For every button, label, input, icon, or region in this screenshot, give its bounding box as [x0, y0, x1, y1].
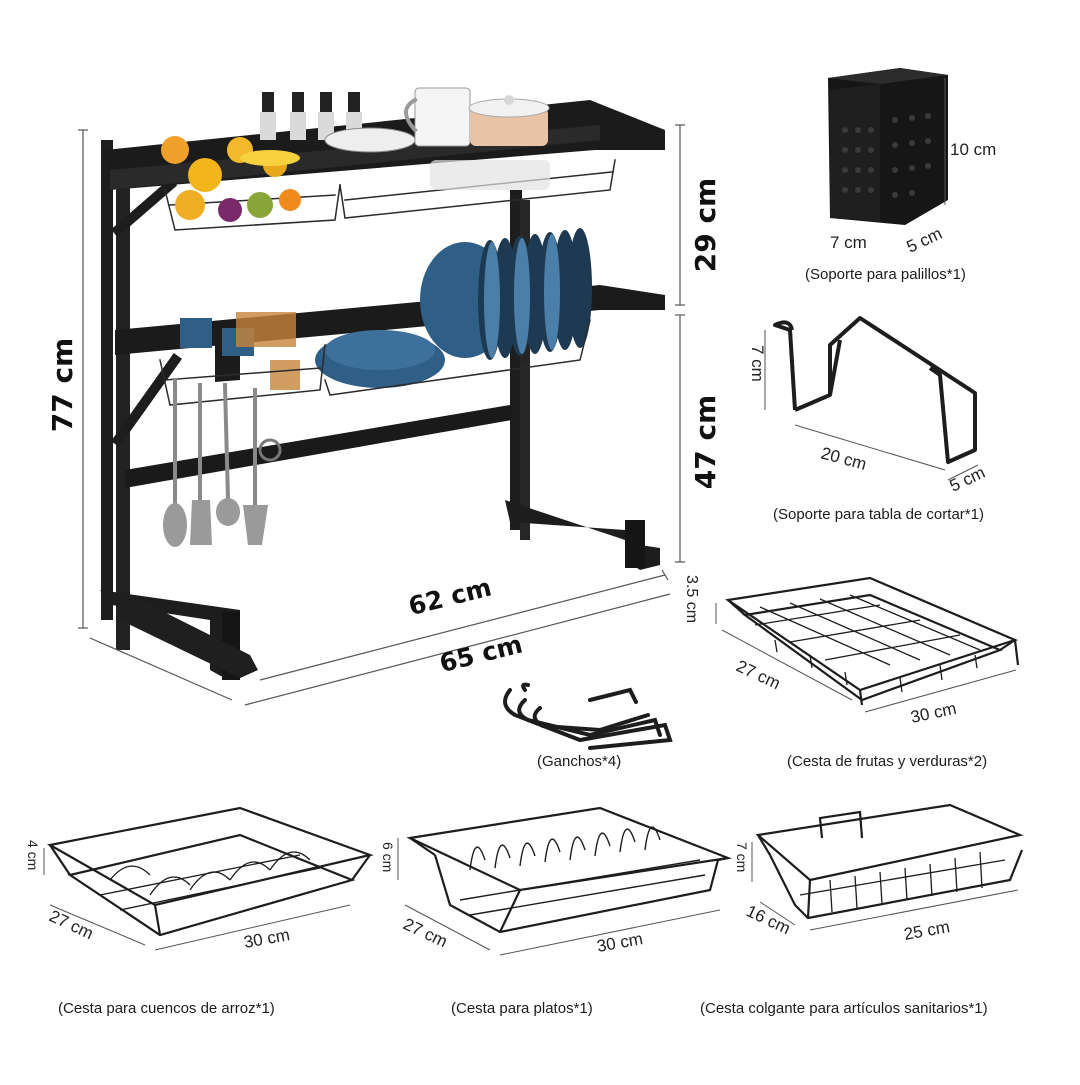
- plate-basket: [406, 806, 733, 934]
- fruit-basket: [725, 576, 1020, 706]
- cutting-board-holder-caption: (Soporte para tabla de cortar*1): [773, 506, 984, 523]
- bowl-basket-depth-label: 27 cm: [46, 906, 96, 943]
- height-top-label: 29 cm: [689, 178, 722, 273]
- cutting-board-height-label: 7 cm: [748, 345, 767, 382]
- hooks-caption: (Ganchos*4): [537, 753, 622, 770]
- width-outer-label: 65 cm: [437, 629, 526, 678]
- chopstick-height-label: 10 cm: [950, 140, 996, 159]
- fruit-basket-dimension-lines: [715, 603, 1017, 713]
- cutting-board-holder: [773, 316, 977, 464]
- hanging-basket: [755, 803, 1024, 920]
- fruit-basket-width-label: 30 cm: [909, 699, 958, 727]
- plate-basket-height-label: 6 cm: [380, 842, 396, 872]
- height-total-label: 77 cm: [46, 338, 79, 433]
- bowl-basket-dimension-lines: [43, 848, 351, 951]
- main-dimension-lines: [78, 124, 685, 706]
- height-bottom-label: 47 cm: [689, 395, 722, 490]
- plates: [315, 228, 592, 388]
- chopstick-holder: [828, 68, 948, 225]
- chopstick-depth-label: 5 cm: [904, 224, 945, 257]
- mug-and-pot: [324, 87, 550, 190]
- hanging-basket-caption: (Cesta colgante para artículos sanitario…: [700, 1000, 988, 1017]
- plate-basket-caption: (Cesta para platos*1): [451, 1000, 593, 1017]
- hanging-basket-height-label: 7 cm: [734, 842, 750, 872]
- cutting-board-depth-label: 5 cm: [947, 463, 988, 496]
- plate-basket-depth-label: 27 cm: [400, 914, 450, 951]
- hanging-basket-dimension-lines: [751, 842, 1019, 931]
- bowl-basket-width-label: 30 cm: [242, 925, 291, 952]
- chopstick-holder-caption: (Soporte para palillos*1): [805, 266, 966, 283]
- fruit-bowl: [161, 136, 301, 222]
- bowl-basket: [46, 806, 374, 937]
- hanging-utensils: [173, 378, 257, 512]
- bowl-basket-caption: (Cesta para cuencos de arroz*1): [58, 1000, 275, 1017]
- fruit-basket-caption: (Cesta de frutas y verduras*2): [787, 753, 988, 770]
- cups: [180, 312, 300, 390]
- hanging-basket-width-label: 25 cm: [902, 917, 951, 944]
- dish-rack: [100, 87, 665, 680]
- plate-basket-width-label: 30 cm: [595, 929, 644, 956]
- hooks: [503, 682, 673, 750]
- cutting-board-dimension-lines: [764, 330, 979, 481]
- width-inner-label: 62 cm: [406, 572, 495, 621]
- bowl-basket-height-label: 4 cm: [25, 840, 41, 870]
- cutting-board-width-label: 20 cm: [819, 444, 869, 474]
- chopstick-width-label: 7 cm: [830, 233, 867, 252]
- plate-basket-dimension-lines: [397, 838, 721, 956]
- fruit-basket-depth-label: 27 cm: [733, 656, 783, 693]
- fruit-basket-height-label: 3.5 cm: [683, 575, 700, 623]
